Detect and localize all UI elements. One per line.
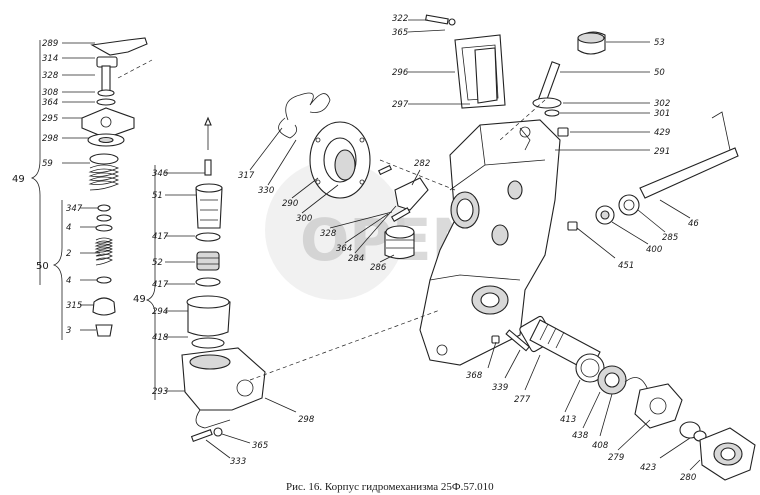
part-number-label: 322 [392, 14, 408, 24]
right-leaders [205, 19, 701, 471]
part-number-label: 59 [42, 159, 53, 169]
part-number-label: 297 [392, 100, 409, 110]
part-number-label: 400 [646, 245, 662, 255]
part-number-label: 289 [42, 39, 58, 49]
figure-caption: Рис. 16. Корпус гидромеханизма 25Ф.57.01… [286, 481, 494, 493]
part-number-label: 339 [492, 383, 508, 393]
part-number-label: 2 [66, 249, 71, 259]
part-number-label: 314 [42, 54, 58, 64]
part-number-label: 291 [654, 147, 670, 157]
part-number-label: 429 [654, 128, 670, 138]
part-number-label: 317 [238, 171, 255, 181]
part-number-label: 451 [618, 261, 634, 271]
part-number-label: 302 [654, 99, 670, 109]
part-number-label: 298 [298, 415, 315, 425]
part-number-label: 282 [414, 159, 430, 169]
middle-parts [278, 92, 429, 260]
top-cover-parts [425, 14, 606, 137]
part-number-label: 4 [66, 276, 71, 286]
assembly-axes [117, 59, 546, 381]
group-label: 49 [133, 294, 146, 305]
hydraulic-housing [419, 119, 561, 366]
part-number-label: 347 [66, 204, 83, 214]
part-number-label: 346 [152, 169, 169, 179]
part-number-label: 279 [608, 453, 624, 463]
part-number-label: 417 [152, 280, 169, 290]
part-number-label: 294 [152, 307, 168, 317]
part-number-label: 423 [640, 463, 656, 473]
part-number-label: 300 [296, 214, 312, 224]
part-number-label: 4 [66, 223, 71, 233]
part-number-label: 365 [392, 28, 408, 38]
left-column-parts [81, 37, 148, 337]
part-number-label: 53 [654, 38, 665, 48]
part-number-label: 315 [66, 301, 82, 311]
part-number-label: 50 [654, 68, 665, 78]
part-number-label: 298 [42, 134, 59, 144]
group-labels: 49 50 49 [12, 174, 146, 305]
part-number-label: 52 [152, 258, 163, 268]
part-labels: 2893143283083642952985934742431533465141… [42, 14, 699, 483]
part-number-label: 286 [370, 263, 387, 273]
part-number-label: 3 [66, 326, 71, 336]
part-number-label: 51 [152, 191, 163, 201]
part-number-label: 368 [466, 371, 483, 381]
part-number-label: 413 [560, 415, 576, 425]
part-number-label: 280 [680, 473, 696, 483]
valve-stack-parts [181, 116, 266, 443]
part-number-label: 296 [392, 68, 409, 78]
part-number-label: 365 [252, 441, 268, 451]
part-number-label: 364 [42, 98, 58, 108]
part-number-label: 284 [348, 254, 364, 264]
left-leaders [62, 42, 205, 392]
right-side-parts [491, 111, 756, 481]
part-number-label: 364 [336, 244, 352, 254]
left-brackets [30, 40, 156, 400]
part-number-label: 46 [688, 219, 699, 229]
part-number-label: 295 [42, 114, 58, 124]
part-number-label: 301 [654, 109, 670, 119]
part-number-label: 285 [662, 233, 678, 243]
part-number-label: 293 [152, 387, 168, 397]
part-number-label: 328 [320, 229, 337, 239]
part-number-label: 418 [152, 333, 169, 343]
part-number-label: 333 [230, 457, 246, 467]
part-number-label: 330 [258, 186, 274, 196]
group-label: 49 [12, 174, 25, 185]
part-number-label: 290 [282, 199, 298, 209]
part-number-label: 328 [42, 71, 59, 81]
part-number-label: 408 [592, 441, 609, 451]
group-label: 50 [36, 261, 49, 272]
part-number-label: 417 [152, 232, 169, 242]
part-number-label: 308 [42, 88, 59, 98]
part-number-label: 438 [572, 431, 589, 441]
part-number-label: 277 [514, 395, 531, 405]
